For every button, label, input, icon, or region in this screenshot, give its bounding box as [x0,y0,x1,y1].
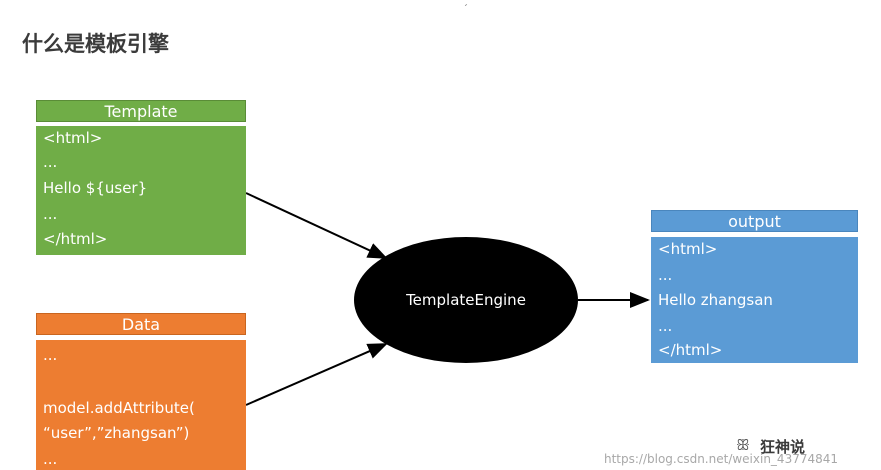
template-engine-node [354,237,578,363]
template-line: ... [43,205,58,223]
template-box: Template <html> ... Hello ${user} ... </… [36,100,246,255]
output-line: ... [658,317,673,335]
data-header: Data [36,313,246,335]
data-line: model.addAttribute( [43,399,195,417]
template-body: <html> ... Hello ${user} ... </html> [36,125,246,255]
data-body: ... model.addAttribute( “user”,”zhangsan… [36,339,246,470]
template-line: Hello ${user} [43,179,148,197]
top-mark: ˊ [463,4,468,15]
arrow-template-to-engine [245,192,388,259]
template-line: ... [43,153,58,171]
output-header: output [651,210,858,232]
data-line: ... [43,346,58,364]
page-title: 什么是模板引擎 [22,32,169,56]
data-box: Data ... model.addAttribute( “user”,”zha… [36,313,246,470]
output-line: </html> [658,341,723,359]
watermark-url: https://blog.csdn.net/weixin_43774841 [604,452,839,466]
watermark-logo: 狂神说 [760,438,806,456]
data-line: ... [43,450,58,468]
template-line: <html> [43,129,103,147]
template-header: Template [36,100,246,122]
output-line: Hello zhangsan [658,291,773,309]
template-engine-label: TemplateEngine [406,291,526,309]
data-line: “user”,”zhangsan”) [43,424,190,442]
output-line: ... [658,266,673,284]
template-line: </html> [43,230,108,248]
wechat-icon: ꕥ [736,436,750,454]
output-line: <html> [658,240,718,258]
output-box: output <html> ... Hello zhangsan ... </h… [651,210,858,363]
output-body: <html> ... Hello zhangsan ... </html> [651,236,858,363]
arrow-data-to-engine [245,343,388,406]
